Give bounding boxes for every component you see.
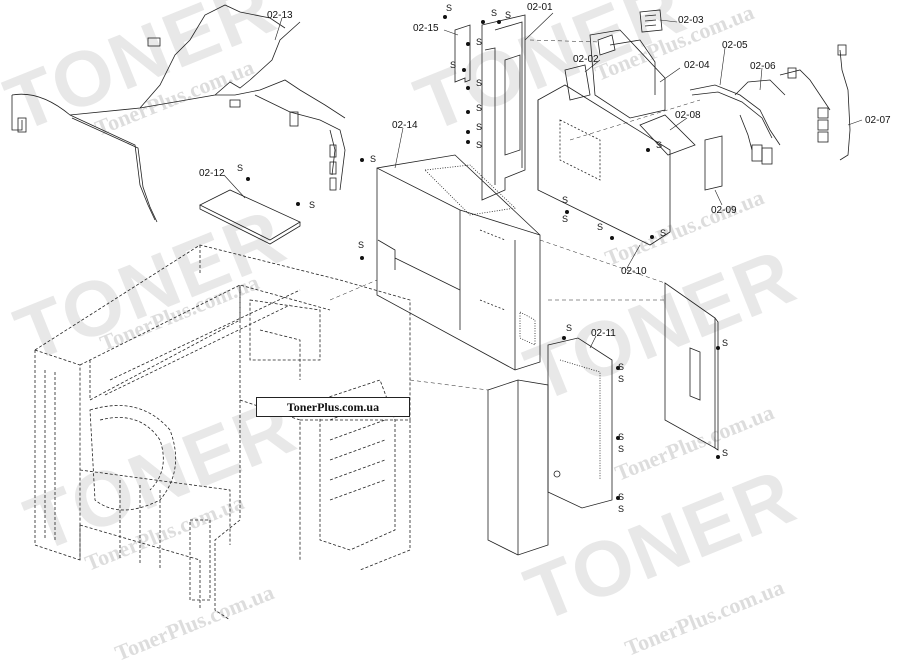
harness-02-13 [11,4,346,223]
screw-dot [616,366,620,370]
screw-label: S [597,222,604,232]
screw-label: S [660,228,667,238]
screw-dot [616,436,620,440]
screw-label: S [618,492,625,502]
callout-02-13: 02-13 [267,10,293,21]
screw-dot [565,210,569,214]
screw-label: S [476,103,483,113]
part-02-02 [564,64,591,101]
part-02-12 [199,189,301,245]
callout-02-03: 02-03 [678,15,704,26]
screw-dot [716,346,720,350]
part-02-11 [547,337,613,509]
screw-label: S [476,140,483,150]
part-02-08 [639,114,696,156]
screw-label: S [618,504,625,514]
callout-02-15: 02-15 [413,23,439,34]
harness-02-05 [689,79,786,165]
screw-dot [716,455,720,459]
leader-lines [223,12,863,349]
screw-dot [360,158,364,162]
back-cover [487,379,549,556]
screw-dot [462,68,466,72]
part-02-04 [589,29,666,119]
screw-dot [466,42,470,46]
part-02-14 [376,154,541,371]
screw-label: S [446,3,453,13]
screw-dot [616,496,620,500]
callout-02-02: 02-02 [573,54,599,65]
screw-dot [646,148,650,152]
screw-dot [443,15,447,19]
screw-label: S [450,60,457,70]
callout-02-04: 02-04 [684,60,710,71]
screw-label: S [566,323,573,333]
screw-dot [296,202,300,206]
side-cover [664,282,719,451]
screw-dot [466,130,470,134]
screw-dot [360,256,364,260]
screw-label: S [562,214,569,224]
screw-label: S [476,37,483,47]
screw-label: S [656,140,663,150]
site-banner: TonerPlus.com.ua [256,397,410,417]
screw-label: S [237,163,244,173]
screw-label: S [562,195,569,205]
main-frame [34,244,411,621]
screw-label: S [358,240,365,250]
screw-label: S [476,122,483,132]
callout-02-10: 02-10 [621,266,647,277]
screw-label: S [618,432,625,442]
callout-02-09: 02-09 [711,205,737,216]
screw-label: S [476,78,483,88]
callout-02-07: 02-07 [865,115,891,126]
callout-02-12: 02-12 [199,168,225,179]
part-02-15 [454,24,471,83]
screw-dot [497,20,501,24]
callout-02-14: 02-14 [392,120,418,131]
screw-label: S [370,154,377,164]
callout-02-08: 02-08 [675,110,701,121]
screw-label: S [309,200,316,210]
screw-dot [466,140,470,144]
screw-dot [610,236,614,240]
screw-dot [246,177,250,181]
screw-label: S [722,338,729,348]
part-02-03 [639,9,663,33]
callout-02-06: 02-06 [750,61,776,72]
screw-label: S [618,444,625,454]
callout-02-05: 02-05 [722,40,748,51]
part-02-10 [537,84,671,246]
screw-label: S [491,8,498,18]
assembly-lines [329,39,701,391]
screw-dot [481,20,485,24]
screw-dot [466,110,470,114]
screw-dot [562,336,566,340]
harness-02-07 [779,44,851,161]
screw-dot [466,86,470,90]
screw-dot [650,235,654,239]
screw-label: S [618,374,625,384]
part-02-09 [704,135,723,191]
screw-label: S [618,362,625,372]
callout-02-11: 02-11 [591,328,616,339]
screw-label: S [722,448,729,458]
callout-02-01: 02-01 [527,2,553,13]
screw-label: S [505,10,512,20]
part-02-01 [481,14,526,201]
